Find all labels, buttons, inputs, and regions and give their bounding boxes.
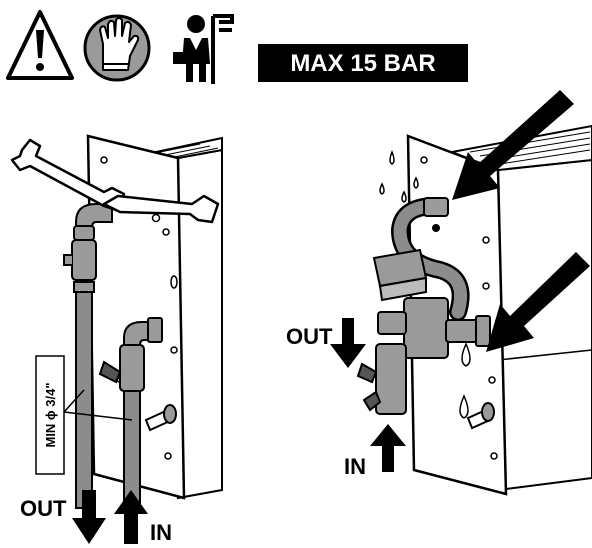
leak-check-arrow-lower xyxy=(486,252,590,352)
left-unit-diagram: MIN ϕ 3/4" OUT IN xyxy=(10,134,223,545)
left-out-label: OUT xyxy=(20,496,67,521)
valve-manifold xyxy=(403,297,449,359)
technician-with-tools-icon xyxy=(173,14,234,84)
in-shutoff-valve xyxy=(119,344,145,392)
out-connection-fitting xyxy=(377,311,407,335)
max-pressure-badge: MAX 15 BAR xyxy=(258,44,468,82)
right-out-flow-arrow xyxy=(330,318,366,368)
in-flow-arrow xyxy=(114,490,148,544)
leak-droplets-upper xyxy=(379,149,419,203)
pipe-spec-text: MIN ϕ 3/4" xyxy=(43,382,58,447)
right-out-label: OUT xyxy=(286,324,333,349)
right-in-flow-arrow xyxy=(370,424,406,472)
valve-handle xyxy=(98,360,122,384)
wrench-tool-second xyxy=(102,194,220,224)
max-pressure-text: MAX 15 BAR xyxy=(290,50,435,77)
leak-check-arrow-upper xyxy=(452,90,574,200)
left-in-label: IN xyxy=(150,520,172,545)
leak-droplets-lower xyxy=(459,342,471,419)
right-unit-diagram: OUT IN xyxy=(286,90,592,496)
protective-gloves-icon xyxy=(83,14,151,82)
warning-triangle-icon xyxy=(6,10,74,80)
out-flow-arrow xyxy=(72,490,106,544)
pipe-spec-callout: MIN ϕ 3/4" xyxy=(35,355,133,475)
out-shutoff-valve xyxy=(71,239,97,281)
in-connection-valve xyxy=(375,343,407,415)
right-in-label: IN xyxy=(344,454,366,479)
